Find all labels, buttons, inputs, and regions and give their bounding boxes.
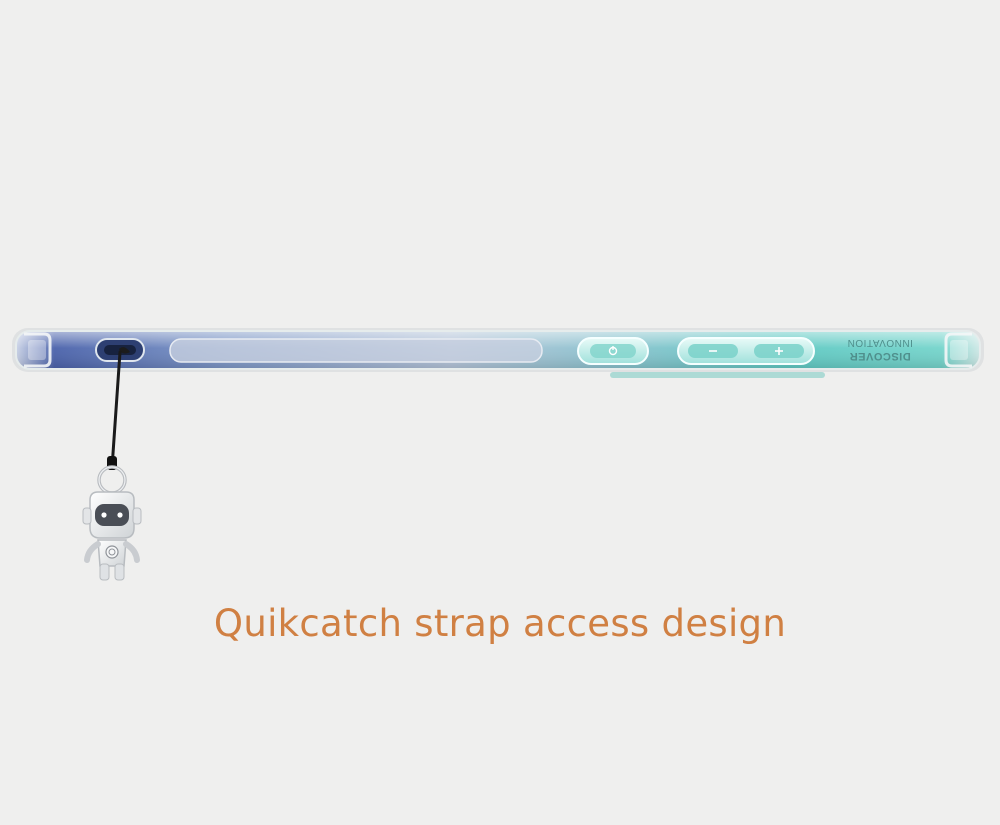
case-print-line1: DISCOVER bbox=[849, 350, 910, 362]
astronaut-charm-icon bbox=[82, 465, 142, 581]
corner-bumper-right bbox=[944, 332, 972, 368]
side-grip-area bbox=[169, 338, 543, 363]
volume-rocker bbox=[677, 337, 815, 365]
corner-bumper-left bbox=[24, 332, 52, 368]
caption-text: Quikcatch strap access design bbox=[213, 602, 787, 645]
power-icon bbox=[608, 346, 618, 356]
power-button bbox=[577, 337, 649, 365]
plus-icon bbox=[775, 347, 783, 355]
case-print-line2: INNOVATION bbox=[847, 337, 913, 348]
